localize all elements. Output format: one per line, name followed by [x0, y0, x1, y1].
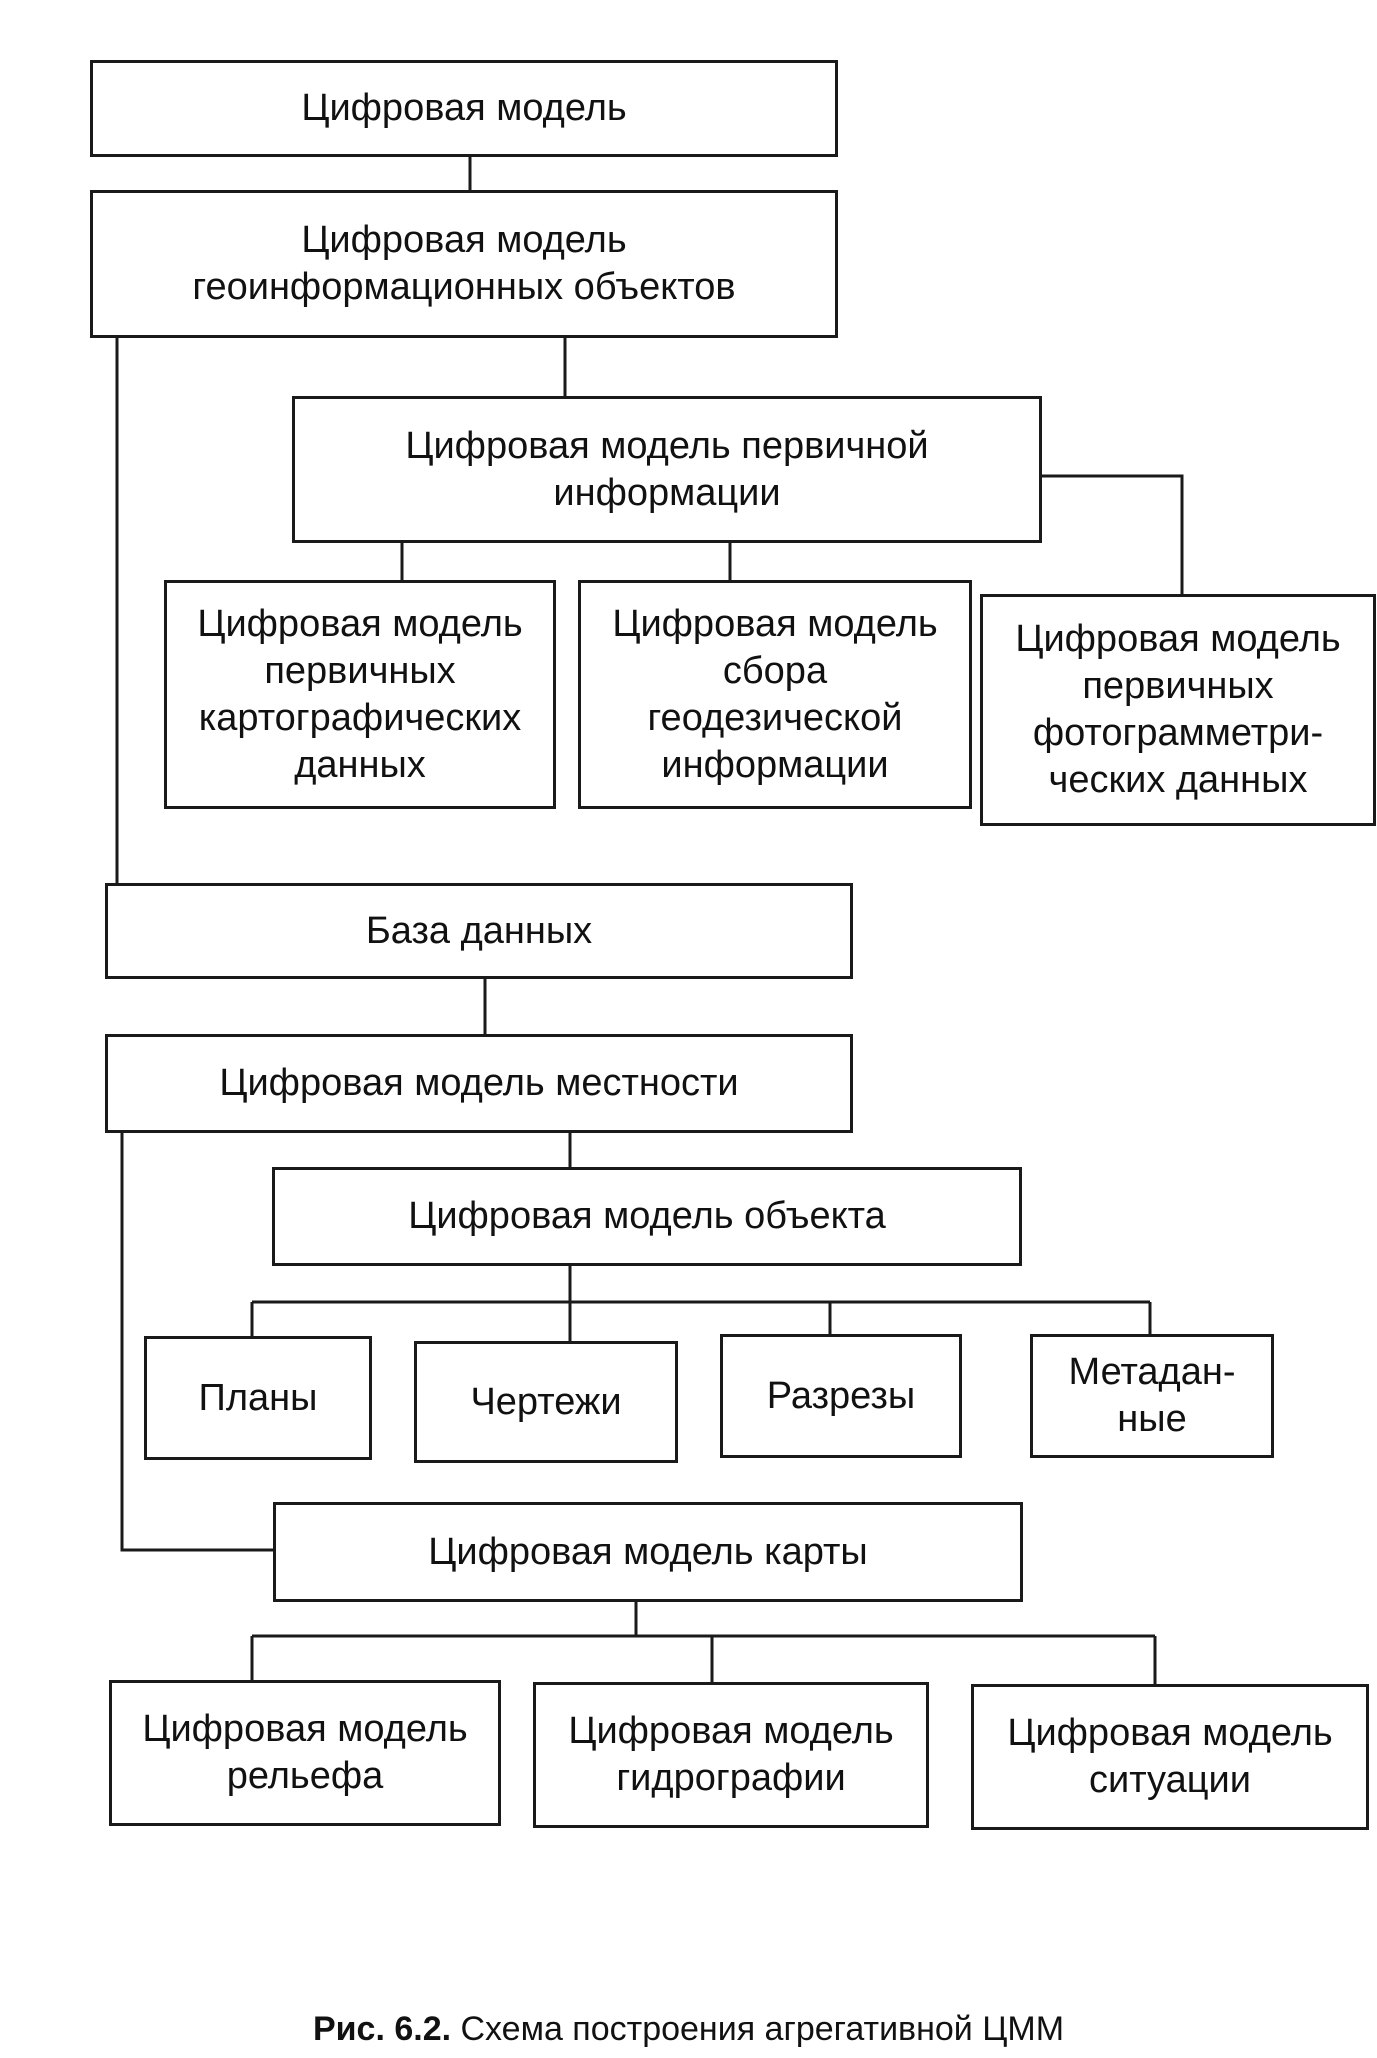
connector-line: [1040, 474, 1184, 596]
node-object-model: Цифровая модель объекта: [272, 1167, 1022, 1266]
node-hydrography: Цифровая модель гидрографии: [533, 1682, 929, 1828]
node-situation: Цифровая модель ситуации: [971, 1684, 1369, 1830]
node-primary-carto: Цифровая модель первичных картографическ…: [164, 580, 556, 809]
caption-label: Рис. 6.2.: [312, 2010, 452, 2048]
node-map-model: Цифровая модель карты: [273, 1502, 1023, 1602]
node-plans: Планы: [144, 1336, 372, 1460]
node-digital-model: Цифровая модель: [90, 60, 838, 157]
node-relief: Цифровая модель рельефа: [109, 1680, 501, 1826]
node-drawings: Чертежи: [414, 1341, 678, 1463]
node-terrain-model: Цифровая модель местности: [105, 1034, 853, 1133]
figure-caption: Рис. 6.2. Схема построения агрегативной …: [0, 2010, 1377, 2049]
connector-line: [120, 1132, 275, 1552]
node-photogrammetric: Цифровая модель первичных фотограмметри-…: [980, 594, 1376, 826]
caption-text: Схема построения агрегативной ЦММ: [451, 2010, 1065, 2048]
node-primary-info: Цифровая модель первичной информации: [292, 396, 1042, 543]
node-geodetic-collection: Цифровая модель сбора геодезической инфо…: [578, 580, 972, 809]
node-metadata: Метадан- ные: [1030, 1334, 1274, 1458]
node-geoinfo-objects: Цифровая модель геоинформационных объект…: [90, 190, 838, 338]
node-database: База данных: [105, 883, 853, 979]
node-sections: Разрезы: [720, 1334, 962, 1458]
